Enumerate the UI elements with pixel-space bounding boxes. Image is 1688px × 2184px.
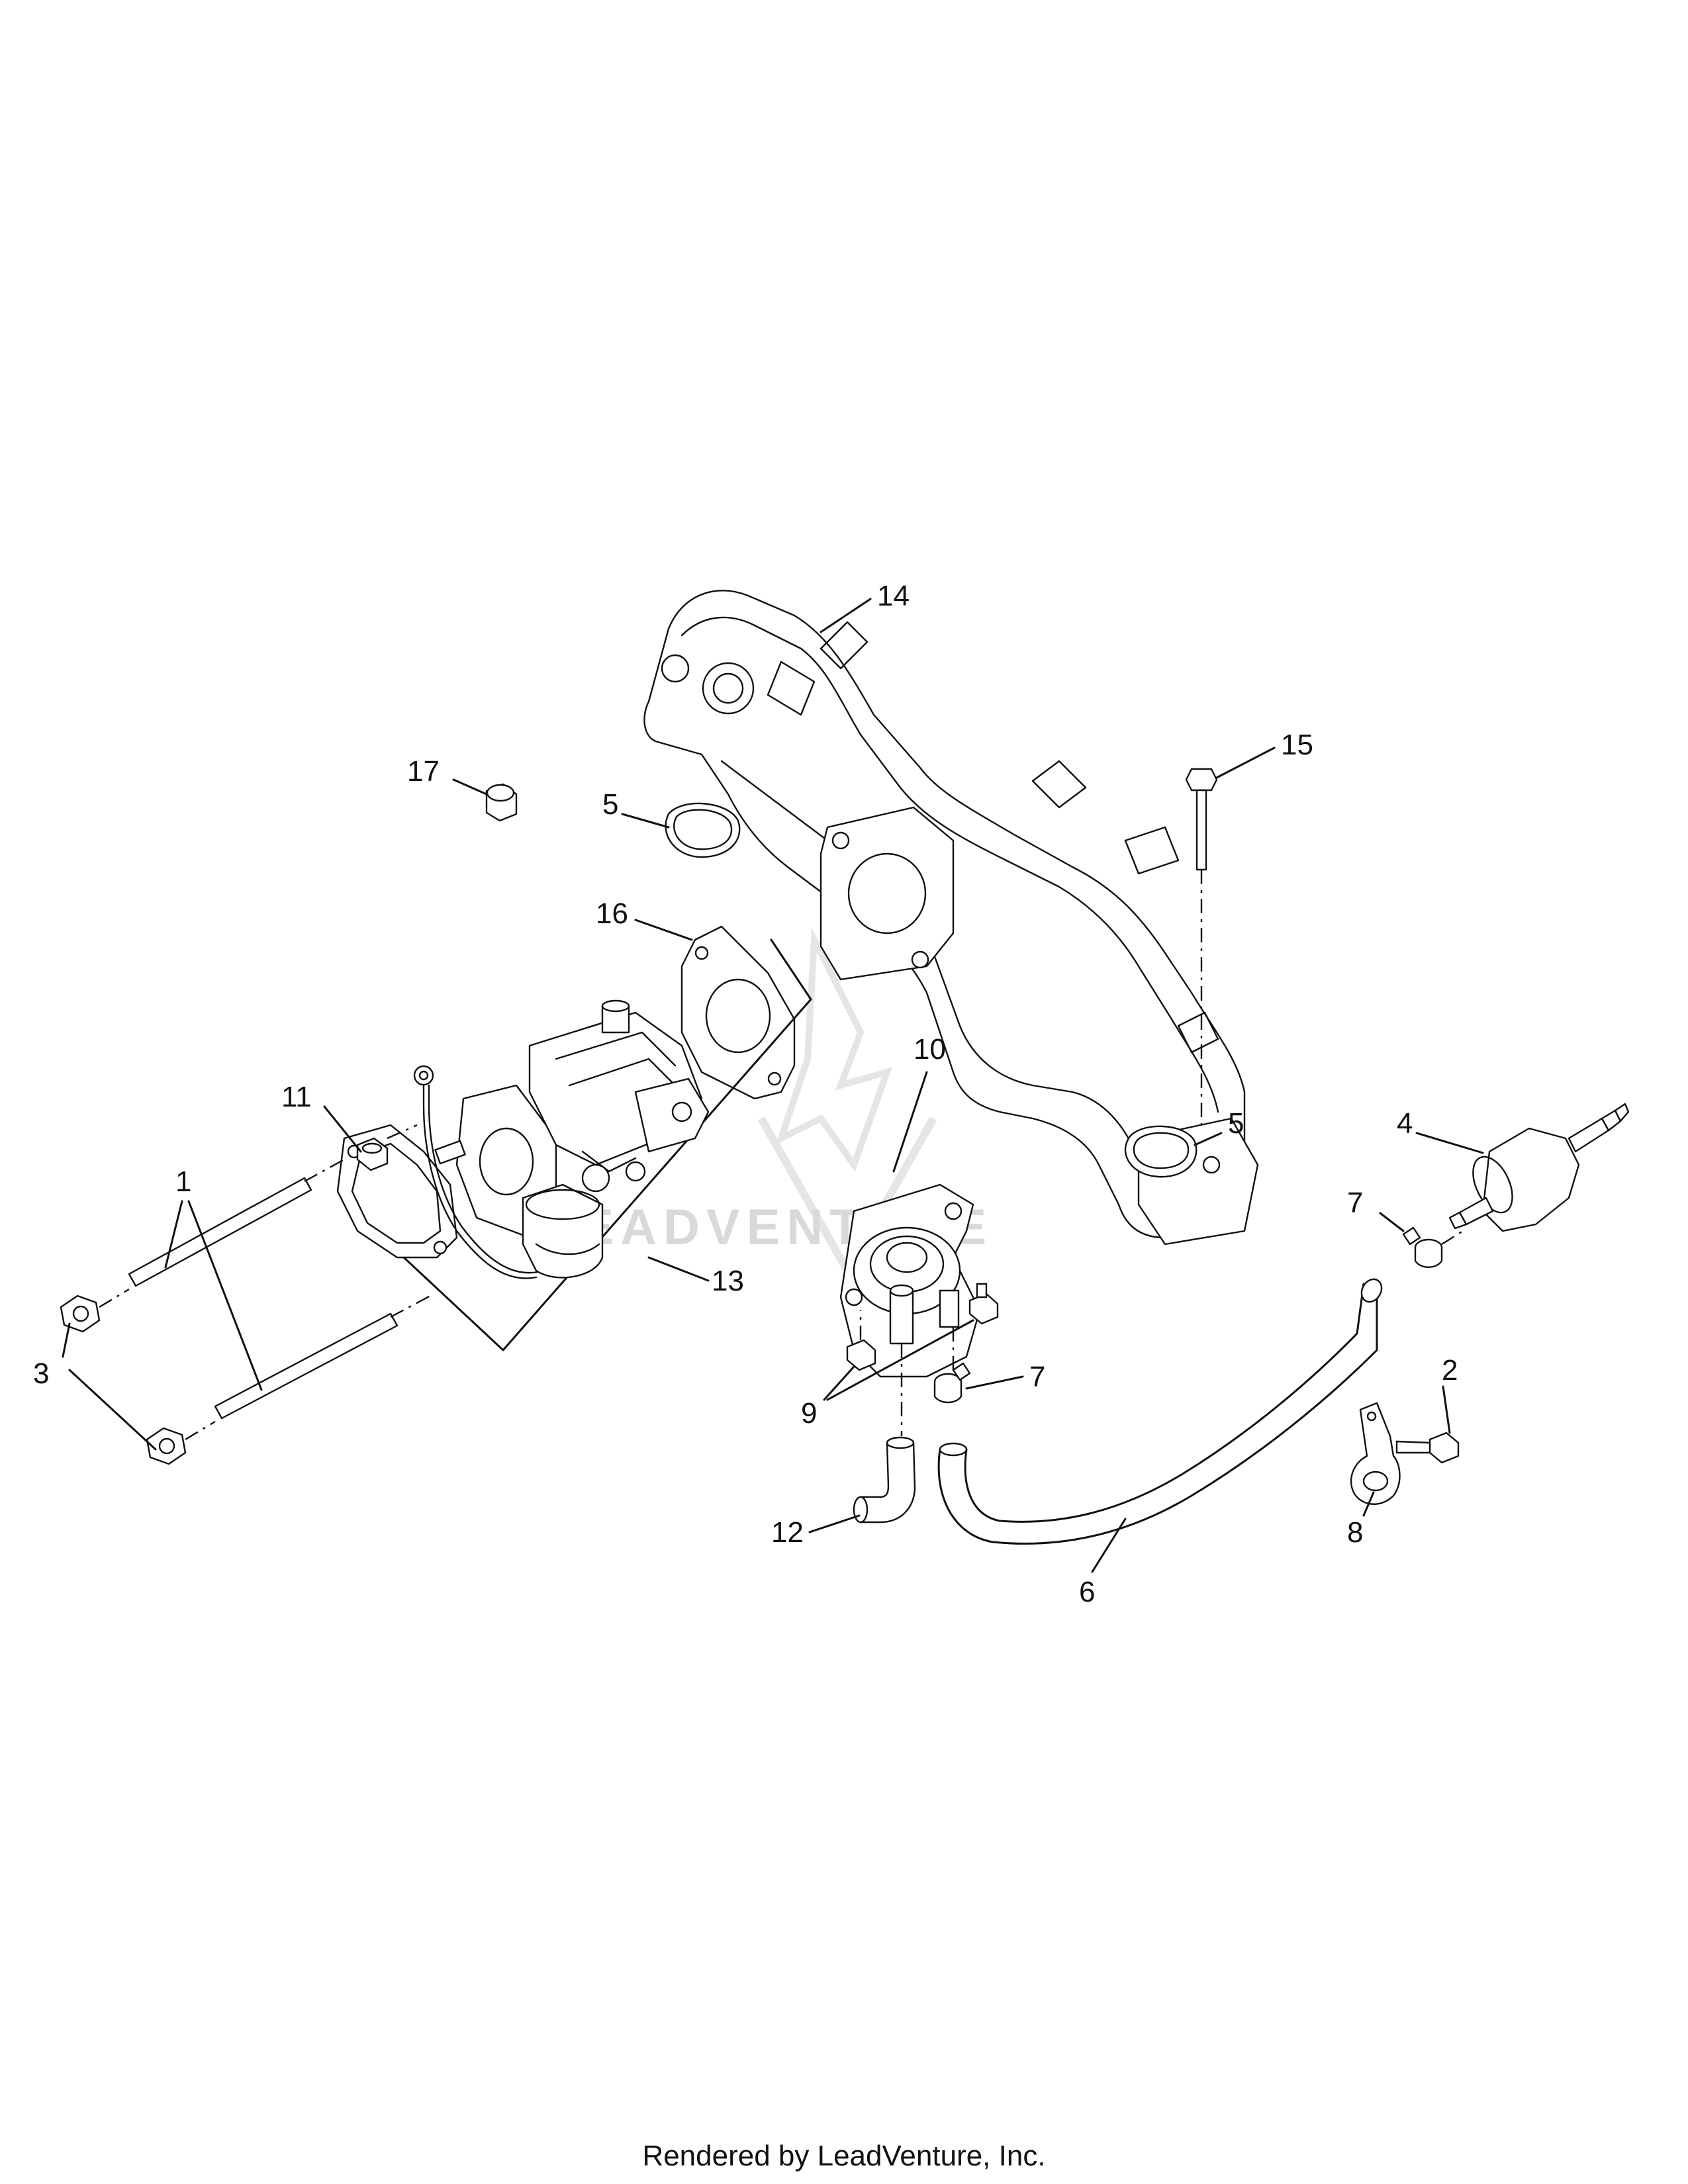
callout-14: 14 — [877, 580, 910, 612]
screw-9-left — [846, 1310, 876, 1371]
screw-2 — [1395, 1432, 1460, 1464]
callout-10: 10 — [914, 1033, 946, 1066]
callout-1: 1 — [175, 1165, 191, 1198]
fuel-pump — [839, 1183, 981, 1378]
fuel-hose-6 — [937, 1278, 1383, 1545]
gasket-5-upper — [665, 802, 741, 858]
carburetor — [434, 999, 710, 1279]
fuel-filter-4 — [1448, 1103, 1630, 1232]
spacer-17 — [485, 783, 518, 822]
bolt-15 — [1185, 768, 1218, 1125]
stud-1-lower — [214, 1295, 431, 1420]
callout-5-lower: 5 — [1228, 1107, 1244, 1140]
elbow-fitting-12 — [853, 1436, 916, 1524]
callout-labels: 1 2 3 4 5 5 6 7 7 8 9 10 11 12 13 14 15 … — [33, 580, 1458, 1608]
intake-manifold — [643, 590, 1259, 1246]
gasket-16 — [680, 925, 796, 1100]
clamp-7-lower — [933, 1362, 971, 1404]
callout-15: 15 — [1281, 729, 1313, 761]
nut-11 — [356, 1124, 418, 1171]
callout-7-lower: 7 — [1029, 1361, 1045, 1393]
callout-6: 6 — [1079, 1576, 1095, 1608]
callout-13: 13 — [712, 1265, 744, 1297]
callout-4: 4 — [1397, 1107, 1413, 1140]
callout-7-upper: 7 — [1347, 1187, 1363, 1219]
callout-9: 9 — [801, 1397, 817, 1430]
callout-5-upper: 5 — [602, 788, 618, 821]
nut-3-upper — [60, 1288, 130, 1333]
callout-2: 2 — [1442, 1354, 1458, 1387]
leader-lines — [62, 598, 1484, 1573]
hose-clip-8 — [1350, 1402, 1401, 1505]
callout-17: 17 — [407, 755, 440, 788]
gasket-5-lower — [1124, 1125, 1197, 1178]
carburetor-assembly-bracket — [402, 938, 812, 1351]
stud-1-upper — [128, 1158, 345, 1287]
ground-wire — [413, 1065, 539, 1279]
nut-3-lower — [146, 1420, 216, 1465]
callout-3: 3 — [33, 1357, 49, 1390]
clamp-7-upper — [1402, 1226, 1464, 1268]
callout-16: 16 — [596, 897, 628, 930]
callout-8: 8 — [1347, 1516, 1363, 1549]
callout-12: 12 — [771, 1516, 804, 1549]
footer-credit: Rendered by LeadVenture, Inc. — [642, 2140, 1045, 2172]
callout-11: 11 — [281, 1081, 312, 1113]
screw-9-right — [968, 1283, 999, 1325]
